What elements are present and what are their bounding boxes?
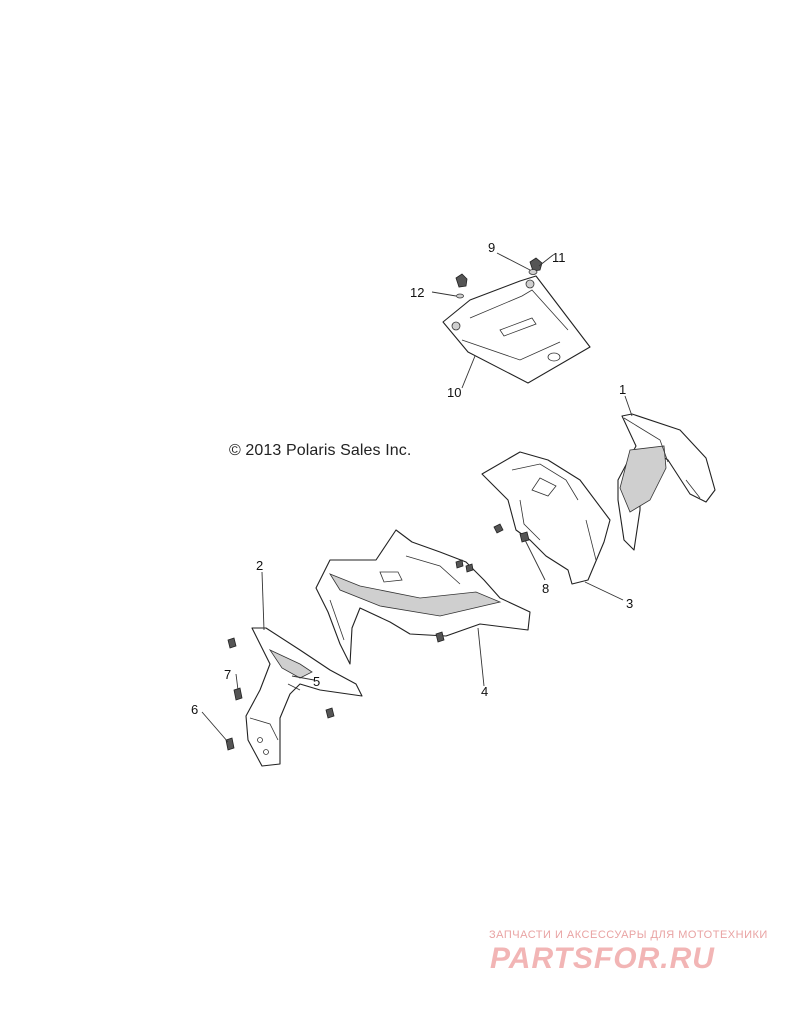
part-9-washer [528, 269, 538, 275]
callout-5: 5 [313, 674, 320, 689]
callout-6: 6 [191, 702, 198, 717]
screw-icon [493, 523, 504, 534]
callout-7: 7 [224, 667, 231, 682]
callout-8: 8 [542, 581, 549, 596]
part-1-side-panel [617, 413, 716, 551]
screw-icon [227, 637, 237, 649]
part-5-clip [325, 707, 335, 719]
callout-1: 1 [619, 382, 626, 397]
copyright-notice: © 2013 Polaris Sales Inc. [229, 442, 412, 459]
part-6-screw [225, 737, 235, 751]
watermark-tagline: ЗАПЧАСТИ И АКСЕССУАРЫ ДЛЯ МОТОТЕХНИКИ [489, 929, 768, 941]
part-8-screw [519, 531, 530, 543]
callout-2: 2 [256, 558, 263, 573]
part-3-panel [481, 451, 611, 585]
callout-12: 12 [410, 285, 424, 300]
callout-3: 3 [626, 596, 633, 611]
part-10-cover [442, 275, 591, 384]
callout-4: 4 [481, 684, 488, 699]
callout-9: 9 [488, 240, 495, 255]
leader-lines [201, 252, 633, 743]
part-4-center-panel [315, 529, 531, 665]
callout-10: 10 [447, 385, 461, 400]
part-12-nut [455, 273, 468, 299]
part-2-bracket [245, 627, 363, 767]
callout-11: 11 [552, 250, 566, 265]
watermark-logo: PARTSFOR.RU [490, 942, 715, 975]
